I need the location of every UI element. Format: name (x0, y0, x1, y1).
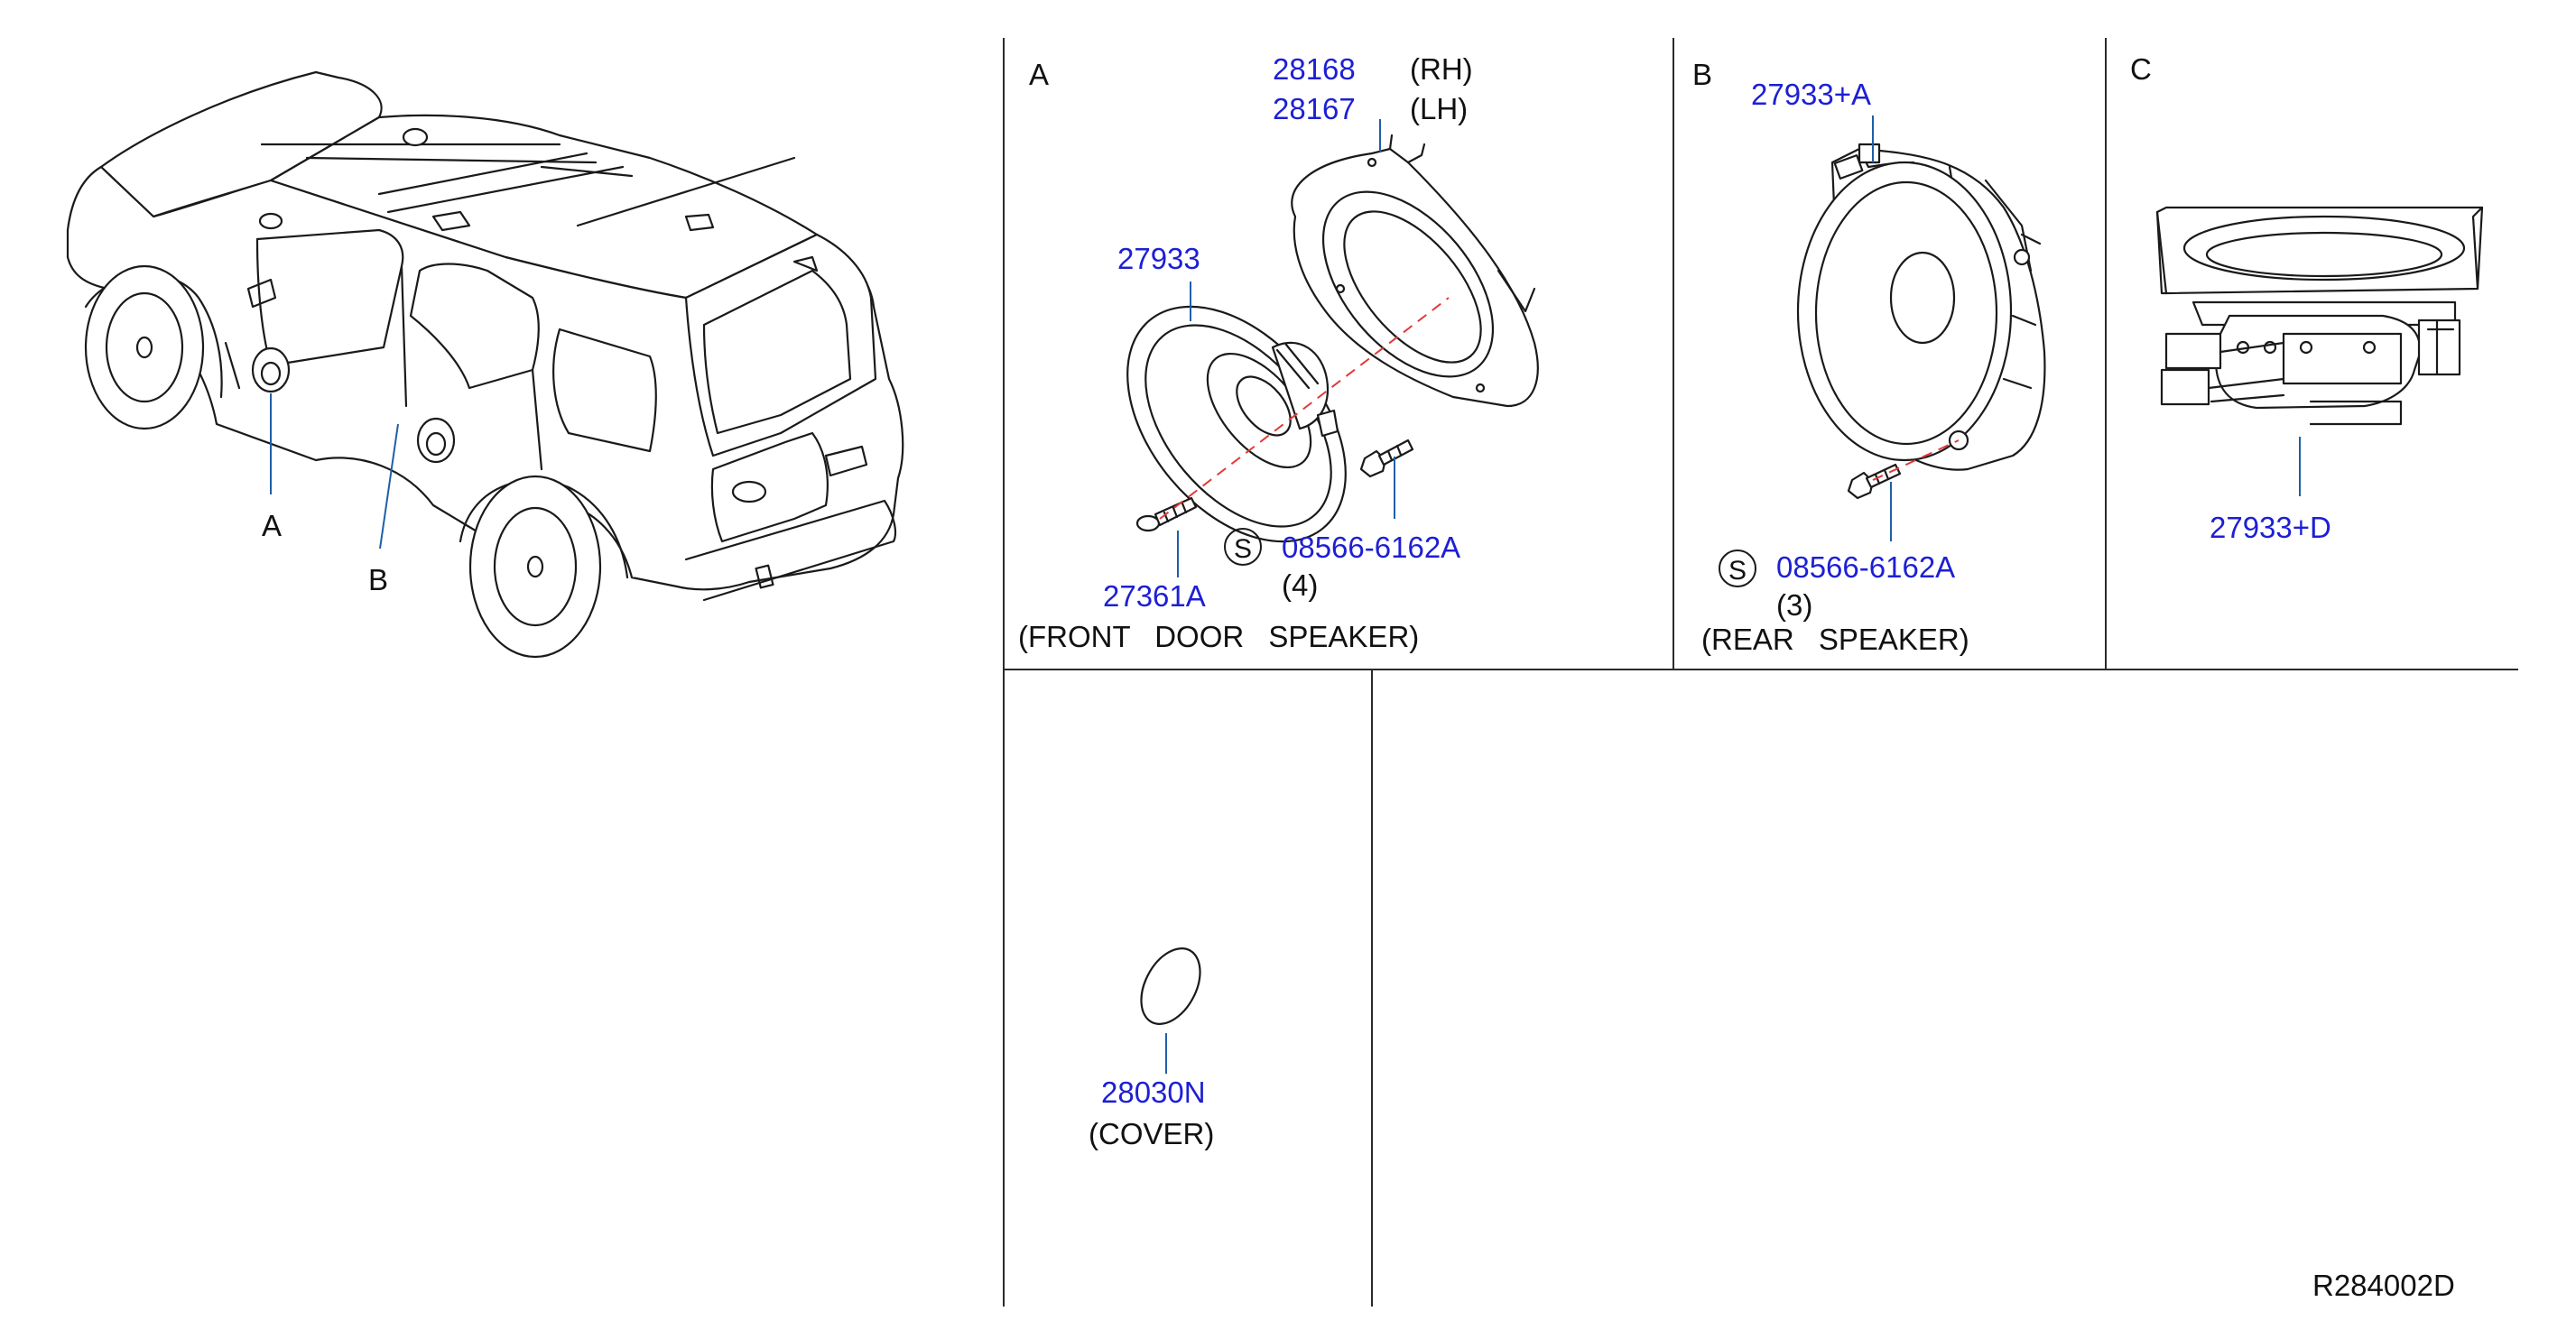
bracket-rh-side: (RH) (1410, 52, 1473, 86)
section-b-label: B (1692, 58, 1712, 91)
cover-part-number: 28030N (1101, 1076, 1206, 1109)
speaker-c-part: 27933+D (2210, 511, 2331, 544)
bolt-part-rear: 08566-6162A (1776, 550, 1955, 584)
cover-caption: (COVER) (1089, 1117, 1214, 1150)
section-b-rear-speaker: B 27933+A S 08566-6162A (3) (REAR SPEAKE… (1692, 58, 2046, 656)
bracket-rh-part: 28168 (1273, 52, 1356, 86)
bracket-lh-side: (LH) (1410, 92, 1468, 125)
speaker-part: 27933 (1117, 242, 1200, 275)
section-a-label: A (1029, 58, 1049, 91)
bolt-part-front: 08566-6162A (1282, 531, 1460, 564)
bracket-lh-part: 28167 (1273, 92, 1356, 125)
callout-b-leader (379, 423, 399, 549)
door-speaker (1126, 305, 1347, 543)
front-door-caption: (FRONT DOOR SPEAKER) (1018, 620, 1419, 653)
cover-section: 28030N (COVER) (1089, 947, 1214, 1150)
callout-b-label: B (368, 563, 388, 596)
speaker-27933-d (2155, 206, 2484, 426)
s-symbol-front: S (1234, 534, 1252, 564)
bolt-08566-6162a-rear (1847, 463, 1902, 500)
bolt-qty-front: (4) (1282, 568, 1318, 602)
s-symbol-circle-rear (1719, 549, 1756, 587)
rear-speaker (1796, 143, 2046, 471)
s-symbol-rear: S (1728, 556, 1747, 586)
alignment-line-front (1159, 297, 1450, 520)
callout-a-label: A (262, 509, 282, 542)
cover-part (1140, 947, 1201, 1025)
s-symbol-circle-front (1224, 528, 1262, 566)
rear-speaker-part: 27933+A (1751, 78, 1871, 111)
vehicle-illustration (66, 70, 904, 659)
bolt-qty-rear: (3) (1776, 588, 1812, 622)
vehicle-callouts: A B (262, 393, 399, 596)
section-c-speaker: C 27933+D (2130, 52, 2484, 544)
section-c-label: C (2130, 52, 2152, 86)
section-a-front-door-speaker: A (1018, 52, 1539, 653)
speaker-bracket (1291, 134, 1539, 408)
rear-speaker-caption: (REAR SPEAKER) (1701, 623, 1969, 656)
screw-part: 27361A (1103, 579, 1206, 613)
alignment-line-rear (1872, 439, 1960, 481)
panel-grid (1003, 38, 2518, 1307)
bolt-08566-6162a-front (1359, 439, 1414, 478)
diagram-id: R284002D (2312, 1269, 2455, 1302)
